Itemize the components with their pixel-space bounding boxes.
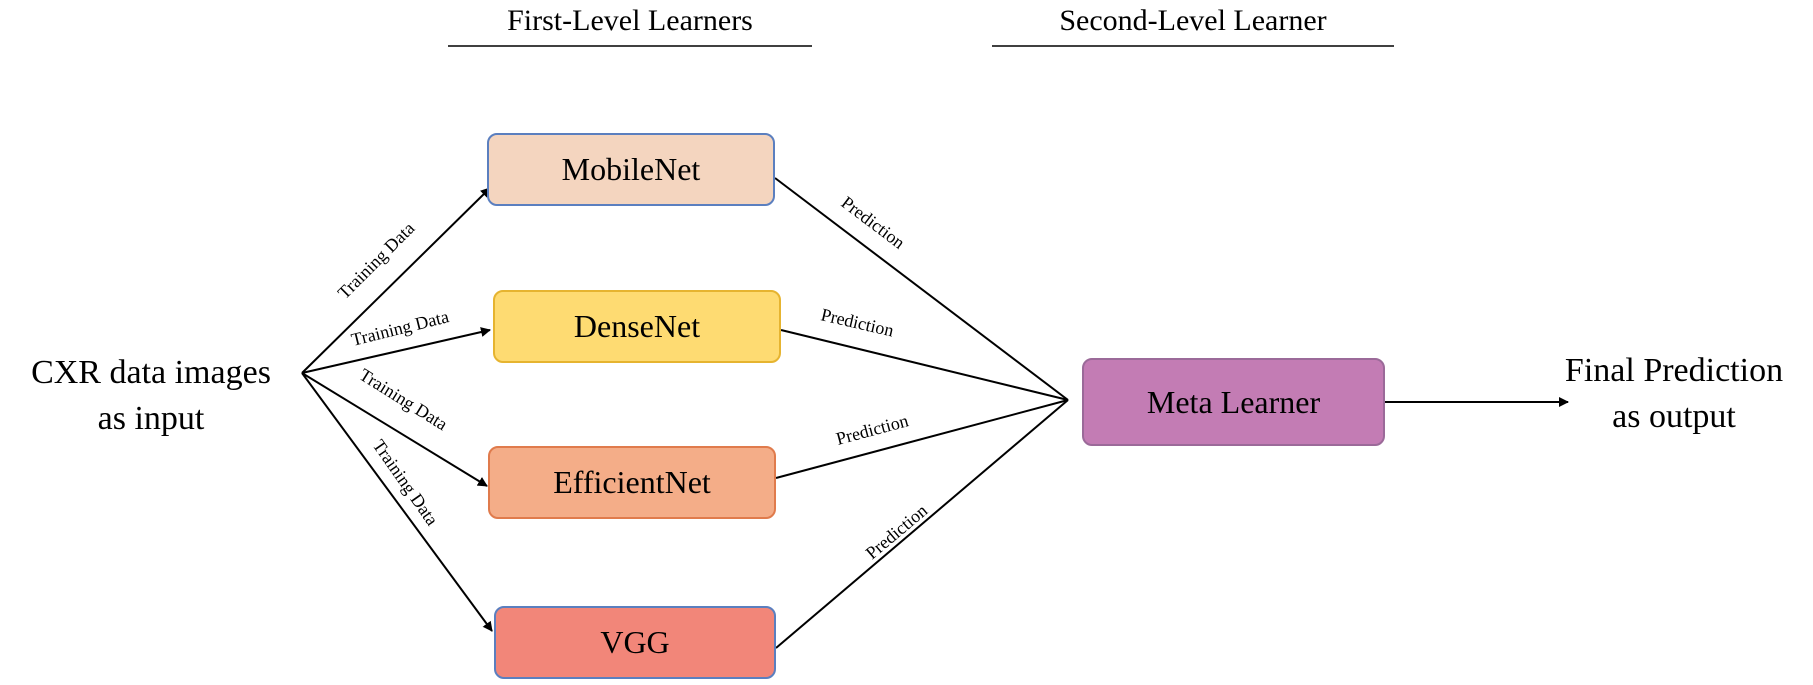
prediction-line-mobilenet	[774, 177, 1069, 401]
vgg-node: VGG	[494, 606, 776, 679]
training-arrow-densenet	[301, 327, 491, 374]
output-label: Final Prediction as output	[1538, 348, 1810, 440]
output-label-line2: as output	[1612, 398, 1736, 435]
prediction-label-vgg: Prediction	[862, 500, 932, 563]
prediction-label-densenet: Prediction	[819, 304, 896, 340]
meta-learner-node: Meta Learner	[1082, 358, 1385, 446]
densenet-node: DenseNet	[493, 290, 781, 363]
output-label-line1: Final Prediction	[1564, 352, 1784, 389]
training-arrow-mobilenet	[301, 187, 491, 374]
training-label-mobilenet: Training Data	[334, 218, 419, 303]
second-level-learner-heading: Second-Level Learner	[1059, 4, 1327, 37]
input-label-line1: CXR data images	[31, 354, 271, 391]
mobilenet-node: MobileNet	[487, 133, 775, 206]
first-level-learners-heading: First-Level Learners	[507, 4, 753, 37]
prediction-line-efficientnet	[775, 399, 1069, 479]
prediction-label-efficientnet: Prediction	[834, 410, 911, 448]
input-label: CXR data images as input	[2, 350, 300, 442]
efficientnet-node: EfficientNet	[488, 446, 776, 519]
training-arrow-efficientnet	[301, 372, 488, 487]
prediction-line-vgg	[775, 399, 1069, 649]
training-arrow-vgg	[301, 372, 493, 632]
training-label-efficientnet: Training Data	[356, 364, 451, 434]
prediction-label-mobilenet: Prediction	[838, 192, 909, 253]
input-label-line2: as input	[97, 400, 205, 437]
prediction-line-densenet	[780, 329, 1069, 401]
